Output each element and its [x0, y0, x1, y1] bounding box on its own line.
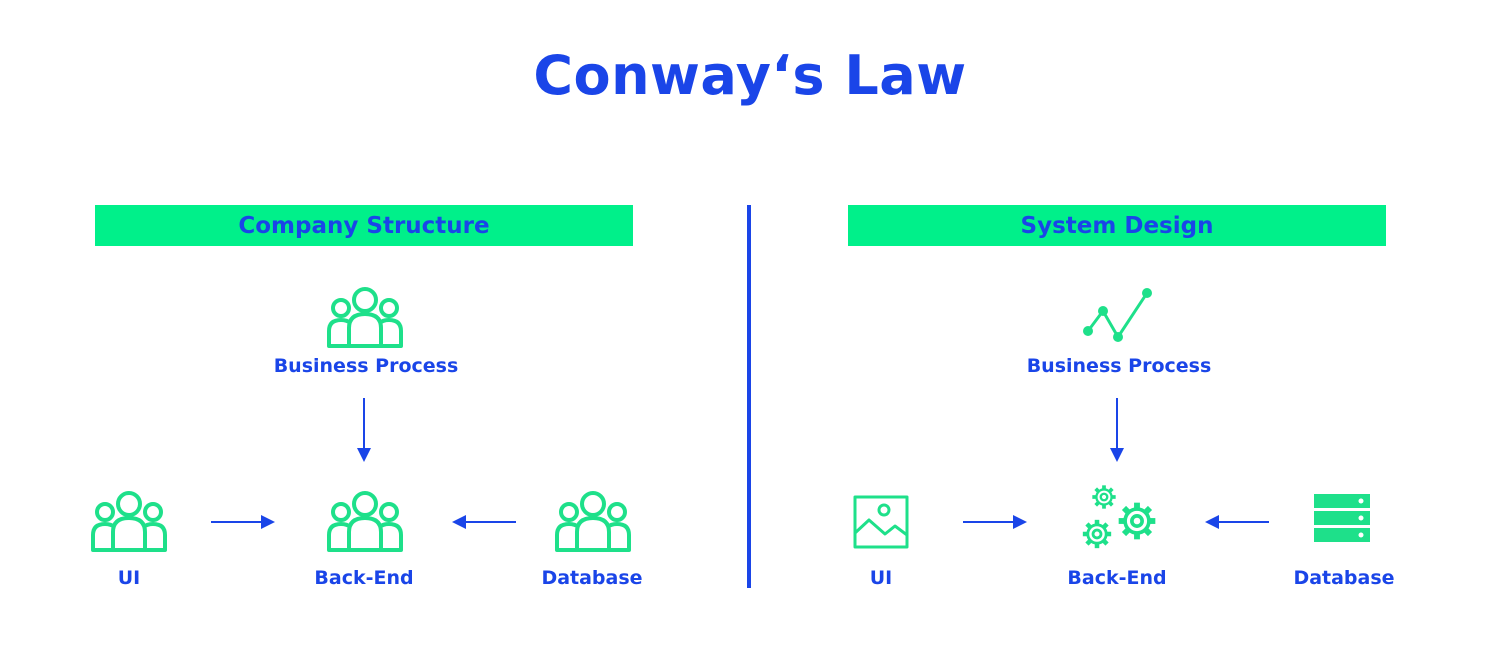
line-chart-icon [1083, 288, 1152, 342]
company-ui-label: UI [117, 567, 141, 589]
arrow-left-icon [452, 515, 516, 529]
arrow-down-icon [1110, 398, 1124, 462]
image-icon [853, 495, 909, 549]
arrow-right-icon [963, 515, 1027, 529]
server-icon [1314, 494, 1370, 542]
system-design-banner: System Design [848, 205, 1386, 246]
section-divider [747, 205, 751, 588]
people-group-icon [89, 490, 169, 554]
company-database-label: Database [541, 567, 643, 589]
people-group-icon [553, 490, 633, 554]
gears-icon [1076, 480, 1160, 552]
company-business-process-label: Business Process [273, 355, 459, 377]
arrow-down-icon [357, 398, 371, 462]
company-back-end-label: Back-End [314, 567, 414, 589]
people-group-icon [325, 490, 405, 554]
company-structure-banner: Company Structure [95, 205, 633, 246]
system-database-label: Database [1293, 567, 1395, 589]
arrow-right-icon [211, 515, 275, 529]
arrow-left-icon [1205, 515, 1269, 529]
page-title: Conway‘s Law [533, 44, 967, 107]
system-back-end-label: Back-End [1067, 567, 1167, 589]
people-group-icon [325, 286, 405, 350]
system-business-process-label: Business Process [1026, 355, 1212, 377]
system-ui-label: UI [869, 567, 893, 589]
